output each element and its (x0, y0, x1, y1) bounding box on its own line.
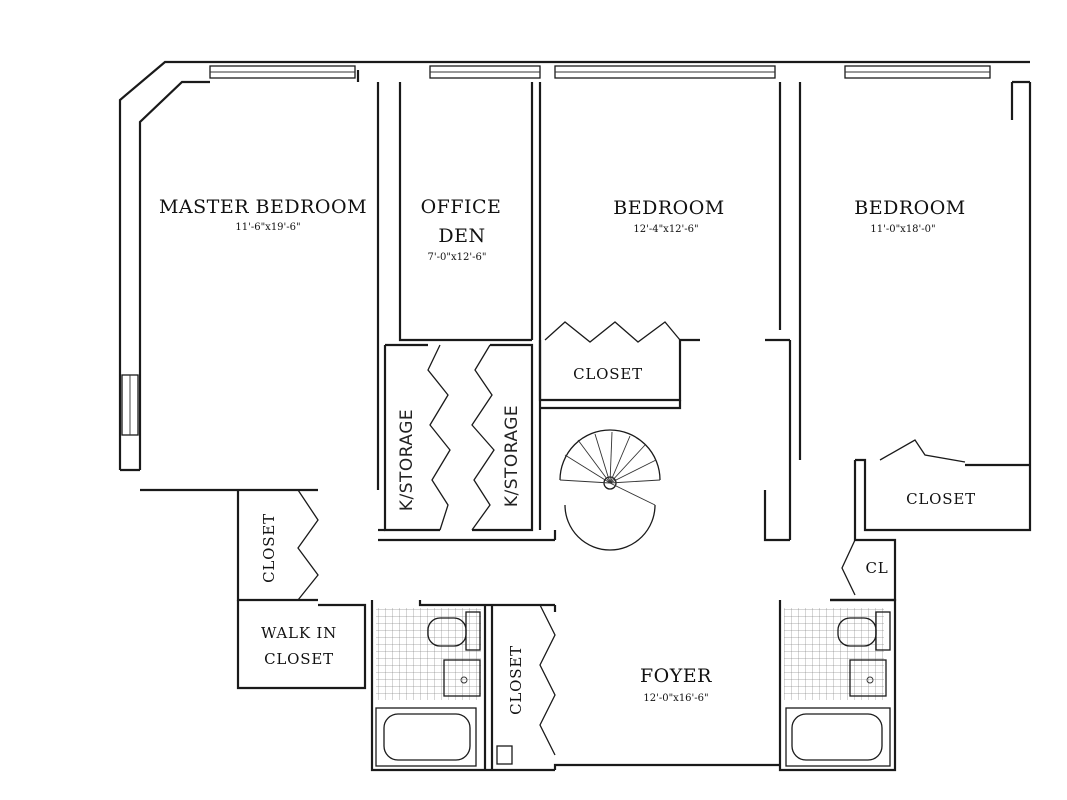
walk-in-label-line2: CLOSET (264, 650, 334, 668)
interior-walls (140, 70, 1032, 772)
bedroom-right-dims: 11'-0"x18'-0" (870, 224, 935, 235)
closet-right-label: CLOSET (906, 490, 976, 508)
foyer-dims: 12'-0"x16'-6" (643, 693, 708, 704)
closet-cl-label: CL (865, 559, 888, 577)
exterior-walls (118, 60, 1032, 472)
closet-labels: CLOSET CLOSET CLOSET WALK IN CLOSET CL C… (260, 365, 976, 715)
spiral-staircase (559, 429, 661, 551)
room-labels: MASTER BEDROOM 11'-6"x19'-6" OFFICE DEN … (159, 196, 965, 704)
foyer-label: FOYER (640, 665, 712, 687)
windows (121, 65, 991, 436)
handwritten-labels: K/STORAGE K/STORAGE (397, 405, 522, 511)
walk-in-label-line1: WALK IN (261, 624, 337, 642)
bedroom-right-label: BEDROOM (854, 197, 965, 219)
office-den-dims: 7'-0"x12'-6" (428, 252, 487, 263)
master-bedroom-dims: 11'-6"x19'-6" (235, 222, 300, 233)
bathroom-right (784, 608, 891, 767)
bathroom-left (375, 608, 513, 767)
bedroom-center-dims: 12'-4"x12'-6" (633, 224, 698, 235)
storage-right-handwritten: K/STORAGE (502, 405, 522, 507)
master-bedroom-label: MASTER BEDROOM (159, 196, 367, 218)
closet-doors (297, 321, 966, 756)
closet-master-label: CLOSET (260, 513, 278, 583)
office-den-label-line2: DEN (438, 225, 485, 247)
bedroom-center-label: BEDROOM (613, 197, 724, 219)
office-den-label-line1: OFFICE (421, 196, 502, 218)
closet-hall-label: CLOSET (507, 645, 525, 715)
closet-center-label: CLOSET (573, 365, 643, 383)
storage-left-handwritten: K/STORAGE (397, 409, 417, 511)
